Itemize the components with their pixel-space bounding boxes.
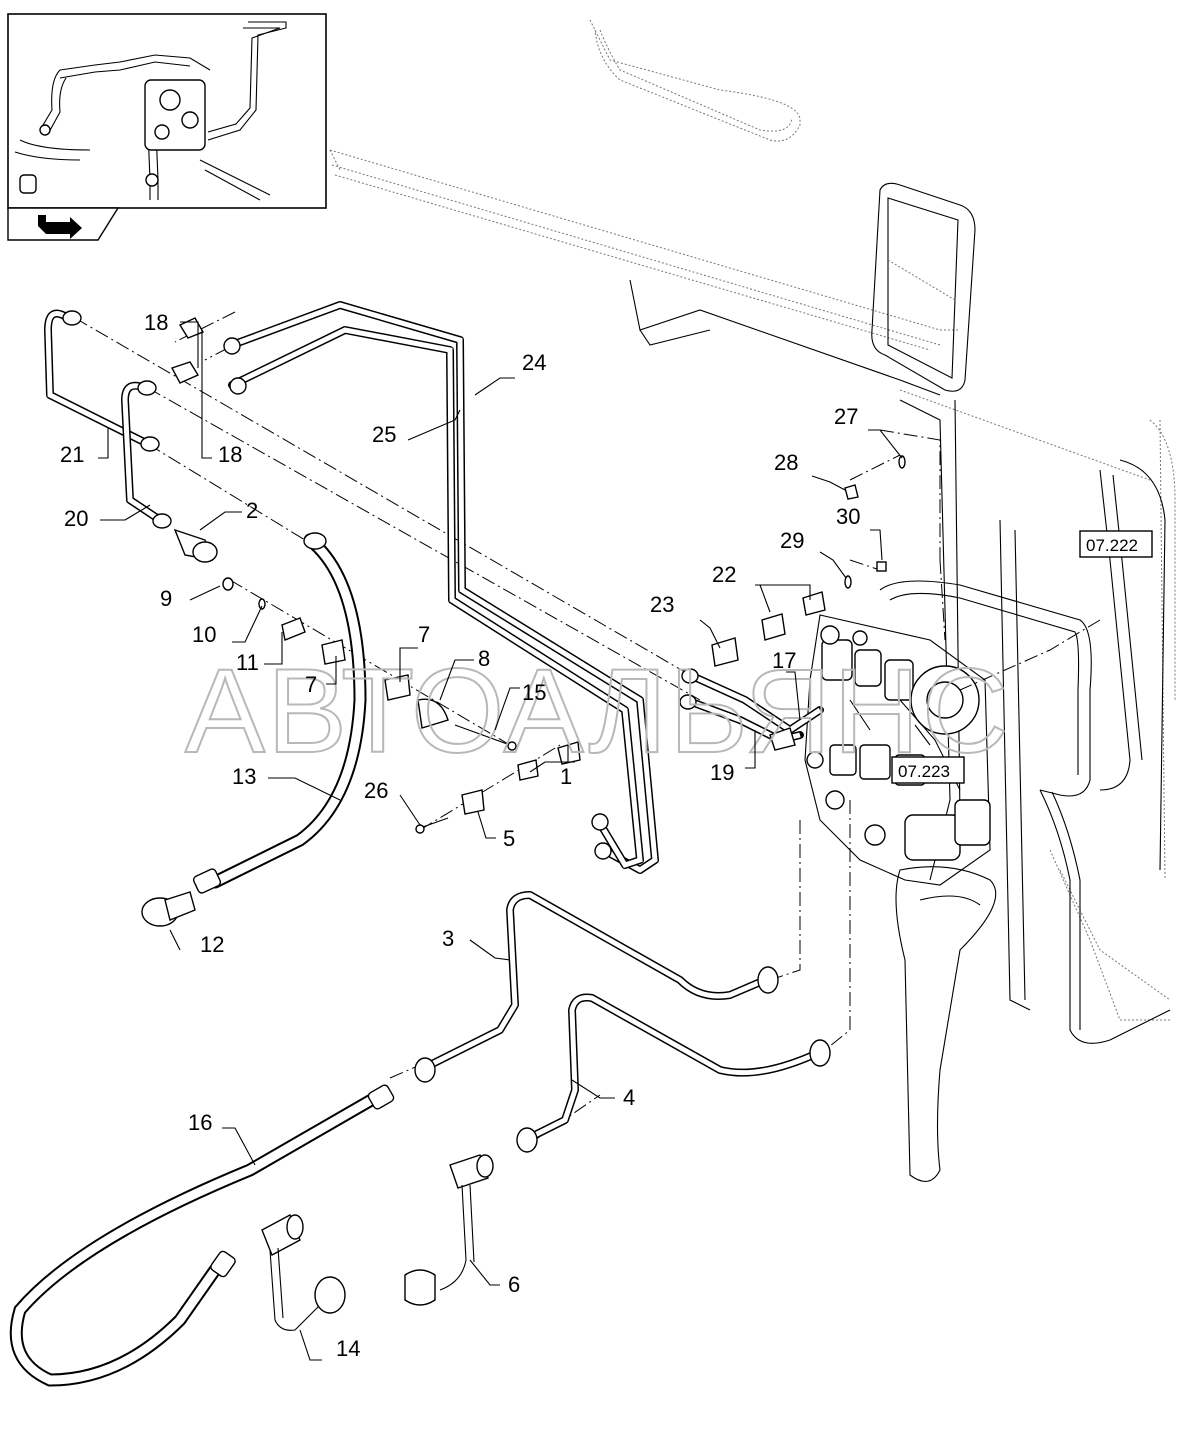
callout-7-upper[interactable]: 7	[418, 622, 430, 647]
watermark-text: АВТОАЛЬЯНС	[185, 644, 1010, 778]
reference-07-222[interactable]: 07.222	[1079, 530, 1153, 558]
callout-5[interactable]: 5	[503, 826, 515, 851]
callout-22[interactable]: 22	[712, 562, 736, 587]
pipe-24-25	[223, 301, 659, 874]
control-valve-block	[804, 614, 991, 886]
callout-6[interactable]: 6	[508, 1272, 520, 1297]
callout-3[interactable]: 3	[442, 926, 454, 951]
navigation-arrow-icon[interactable]	[7, 207, 120, 241]
callout-10[interactable]: 10	[192, 622, 216, 647]
callout-27[interactable]: 27	[834, 404, 858, 429]
callout-21[interactable]: 21	[60, 442, 84, 467]
callout-28[interactable]: 28	[774, 450, 798, 475]
pipe-20	[121, 380, 172, 529]
callout-25[interactable]: 25	[372, 422, 396, 447]
reference-07-223-label: 07.223	[898, 762, 950, 781]
callout-15[interactable]: 15	[522, 680, 546, 705]
callout-14[interactable]: 14	[336, 1336, 360, 1361]
reference-07-223[interactable]: 07.223	[891, 756, 965, 784]
pipe-4	[516, 993, 831, 1153]
callout-7-lower[interactable]: 7	[305, 672, 317, 697]
coupler-12	[141, 891, 196, 927]
callout-24[interactable]: 24	[522, 350, 546, 375]
coupler-2	[173, 528, 218, 563]
callout-11[interactable]: 11	[236, 650, 259, 675]
callout-1[interactable]: 1	[560, 764, 572, 789]
clamps-22-23-pipes-17-19	[679, 591, 826, 751]
callout-12[interactable]: 12	[200, 932, 224, 957]
callout-26[interactable]: 26	[364, 778, 388, 803]
pipe-3	[414, 891, 779, 1083]
callout-2[interactable]: 2	[246, 498, 258, 523]
callout-labels: 1 2 3 4 5 6 7 7 8 9 10 11 12 13 14 15 16…	[60, 310, 860, 1361]
callout-29[interactable]: 29	[780, 528, 804, 553]
callout-19[interactable]: 19	[710, 760, 734, 785]
callout-20[interactable]: 20	[64, 506, 88, 531]
assembly-center-lines	[74, 311, 1101, 1141]
coupler-6	[404, 1154, 494, 1306]
callout-23[interactable]: 23	[650, 592, 674, 617]
reference-07-222-label: 07.222	[1086, 536, 1138, 555]
callout-18-upper[interactable]: 18	[144, 310, 168, 335]
assembly-location-inset	[7, 13, 327, 209]
clamps-and-bolts	[321, 639, 581, 834]
coupler-14	[261, 1214, 346, 1331]
callout-16[interactable]: 16	[188, 1110, 212, 1135]
callout-8[interactable]: 8	[478, 646, 490, 671]
adapters-18	[170, 317, 205, 384]
hose-13	[192, 532, 367, 894]
small-parts-9-10-11	[222, 577, 306, 641]
small-parts-27-30	[844, 455, 906, 589]
callout-17[interactable]: 17	[772, 648, 796, 673]
callout-4[interactable]: 4	[623, 1085, 635, 1110]
callout-30[interactable]: 30	[836, 504, 860, 529]
pipe-21	[44, 309, 160, 452]
callout-13[interactable]: 13	[232, 764, 256, 789]
leader-lines	[98, 321, 903, 1361]
hose-16	[9, 1084, 395, 1387]
callout-18-lower[interactable]: 18	[218, 442, 242, 467]
callout-9[interactable]: 9	[160, 586, 172, 611]
